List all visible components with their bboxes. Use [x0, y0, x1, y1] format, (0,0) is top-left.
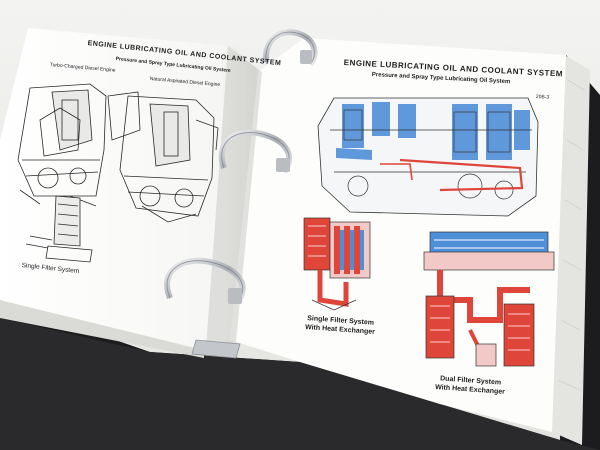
right-single-filter-diagram — [303, 217, 371, 311]
binder-ring-middle — [218, 129, 292, 174]
right-top-engine-diagram — [317, 97, 539, 217]
right-page-stack — [552, 56, 590, 445]
binder-ring-top — [262, 29, 318, 67]
left-engine-turbo-drawing — [17, 83, 141, 207]
binder-spine-edge — [0, 318, 600, 450]
right-page-number: 20B-3 — [535, 94, 550, 101]
left-filter-drawing — [25, 195, 93, 263]
right-stack-lines — [557, 79, 585, 391]
gutter-shadow — [206, 46, 262, 348]
ring-mechanism-plate — [191, 339, 241, 359]
binder-ring-bottom — [164, 257, 246, 306]
left-engine-natural-drawing — [119, 95, 219, 223]
left-page-stack — [0, 300, 204, 358]
right-dual-filter-diagram — [423, 231, 555, 367]
